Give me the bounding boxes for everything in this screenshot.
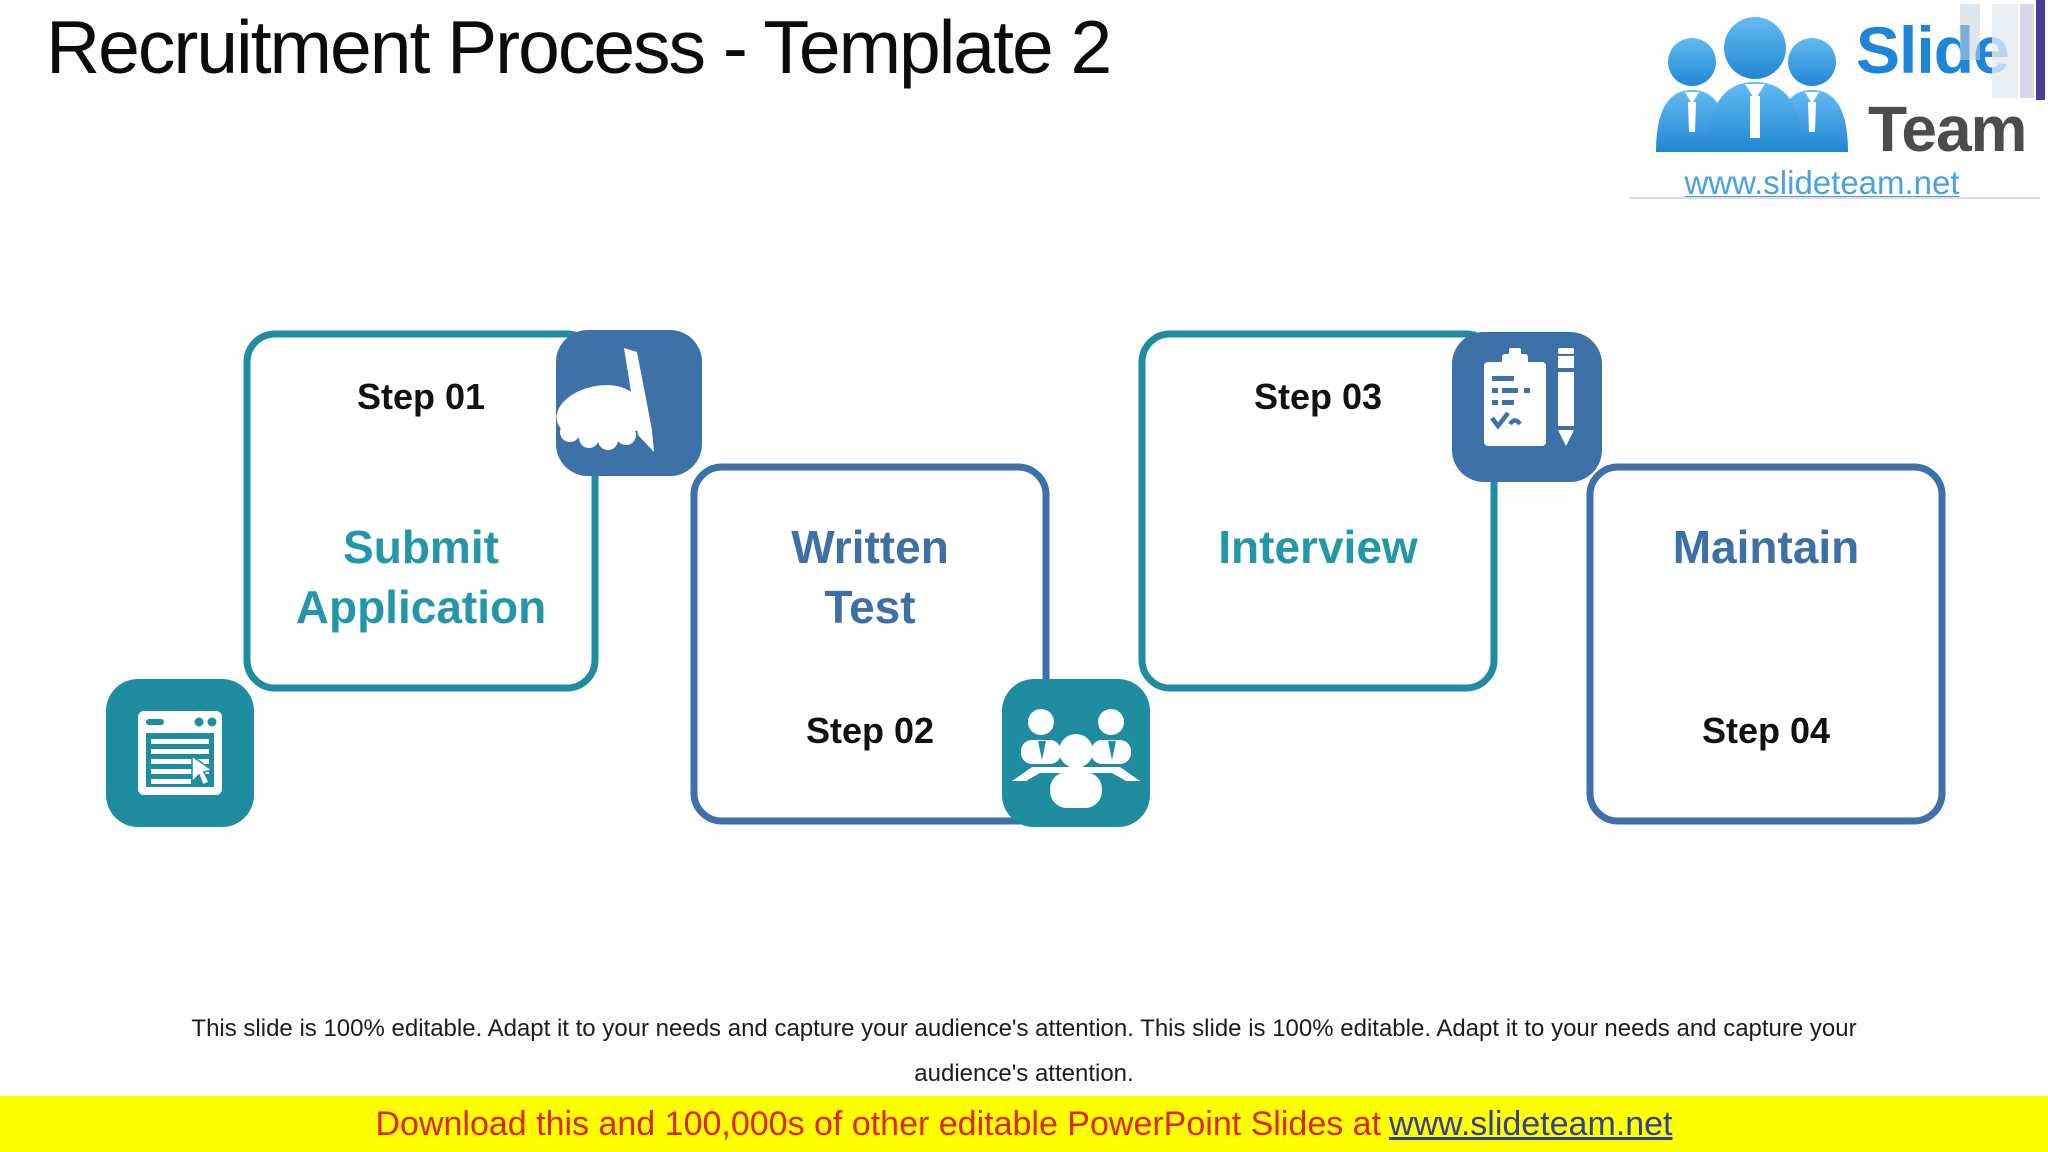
step-3-box [1138,330,1498,692]
editable-disclaimer-text: This slide is 100% editable. Adapt it to… [191,1015,1857,1087]
download-banner: Download this and 100,000s of other edit… [0,1096,2048,1152]
corner-artifact-bar [1960,4,1980,60]
corner-artifact-bar [2020,4,2034,98]
slide-title: Recruitment Process - Template 2 [46,5,1112,89]
step-4-label: Step 04 [1701,710,1831,751]
logo-brand-top: Slide [1856,13,2010,87]
corner-artifact-bar [2036,0,2045,100]
step-2-label: Step 02 [805,710,935,751]
step-4-title: Maintain [1672,521,1860,573]
slideteam-logo-people-icon [1656,17,1848,152]
step-4-box [1586,463,1946,825]
hand-signing-icon [556,330,702,476]
checklist-pencil-icon [1452,332,1602,482]
step-3-title: Interview [1218,521,1418,573]
step-1-label: Step 01 [356,376,486,417]
step-3-label: Step 03 [1253,376,1383,417]
step-1-title: Submit Application [295,521,547,633]
step-2-box [690,463,1050,825]
logo-divider [1630,197,2040,199]
step-2-title: Written Test [791,521,949,633]
interview-panel-icon [1002,679,1150,827]
logo-website-link[interactable]: www.slideteam.net [1684,164,1960,201]
web-form-icon [106,679,254,827]
corner-artifact-bar [1992,4,2018,98]
logo-brand-bottom: Team [1868,93,2027,165]
download-banner-link[interactable]: www.slideteam.net [1389,1104,1673,1143]
download-banner-text: Download this and 100,000s of other edit… [375,1104,1382,1143]
step-1-box [243,330,599,692]
